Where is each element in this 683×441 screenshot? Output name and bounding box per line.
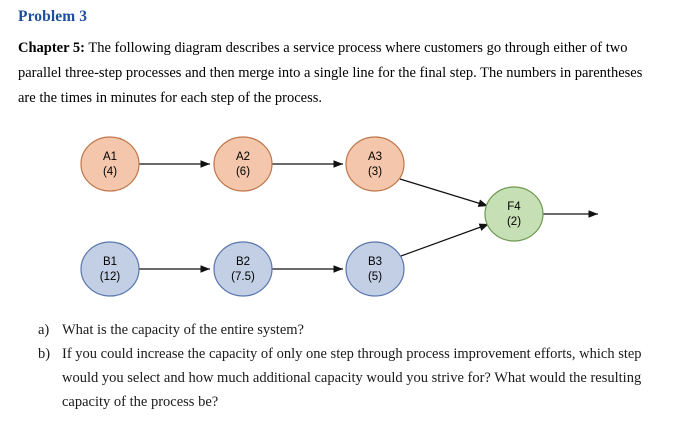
node-a2-time: (6) bbox=[236, 166, 250, 178]
question-a-label: a) bbox=[38, 322, 50, 338]
node-a3-label: A3 bbox=[368, 151, 382, 163]
node-a2-label: A2 bbox=[236, 151, 250, 163]
question-item-a: a) What is the capacity of the entire sy… bbox=[38, 318, 658, 342]
question-b-label: b) bbox=[38, 346, 51, 362]
edge-b3-f4 bbox=[400, 223, 490, 257]
questions-list: a) What is the capacity of the entire sy… bbox=[38, 318, 658, 414]
chapter-label: Chapter 5: bbox=[18, 40, 85, 56]
node-f4-label: F4 bbox=[507, 201, 521, 213]
node-a2: A2 (6) bbox=[213, 136, 273, 192]
node-b1-label: B1 bbox=[103, 256, 117, 268]
question-item-b: b) If you could increase the capacity of… bbox=[38, 342, 658, 414]
node-a1-time: (4) bbox=[103, 166, 117, 178]
node-f4-time: (2) bbox=[507, 216, 521, 228]
node-b2-label: B2 bbox=[236, 256, 250, 268]
page-title: Problem 3 bbox=[18, 8, 88, 25]
node-b1-time: (12) bbox=[100, 271, 121, 283]
node-a1: A1 (4) bbox=[80, 136, 140, 192]
node-b3-time: (5) bbox=[368, 271, 382, 283]
node-f4: F4 (2) bbox=[484, 186, 544, 242]
node-a3: A3 (3) bbox=[345, 136, 405, 192]
node-a1-label: A1 bbox=[103, 151, 117, 163]
process-flow-diagram: A1 (4) A2 (6) A3 (3) F4 (2) bbox=[0, 126, 683, 311]
node-b3-label: B3 bbox=[368, 256, 382, 268]
node-b3: B3 (5) bbox=[345, 241, 405, 297]
node-a3-time: (3) bbox=[368, 166, 382, 178]
question-b-text: If you could increase the capacity of on… bbox=[62, 346, 642, 410]
problem-statement: Chapter 5: The following diagram describ… bbox=[18, 36, 652, 111]
node-b2: B2 (7.5) bbox=[213, 241, 273, 297]
problem-description: The following diagram describes a servic… bbox=[18, 40, 643, 106]
node-b2-time: (7.5) bbox=[231, 271, 255, 283]
edge-a3-f4 bbox=[399, 178, 489, 207]
question-a-text: What is the capacity of the entire syste… bbox=[62, 322, 304, 338]
node-b1: B1 (12) bbox=[80, 241, 140, 297]
